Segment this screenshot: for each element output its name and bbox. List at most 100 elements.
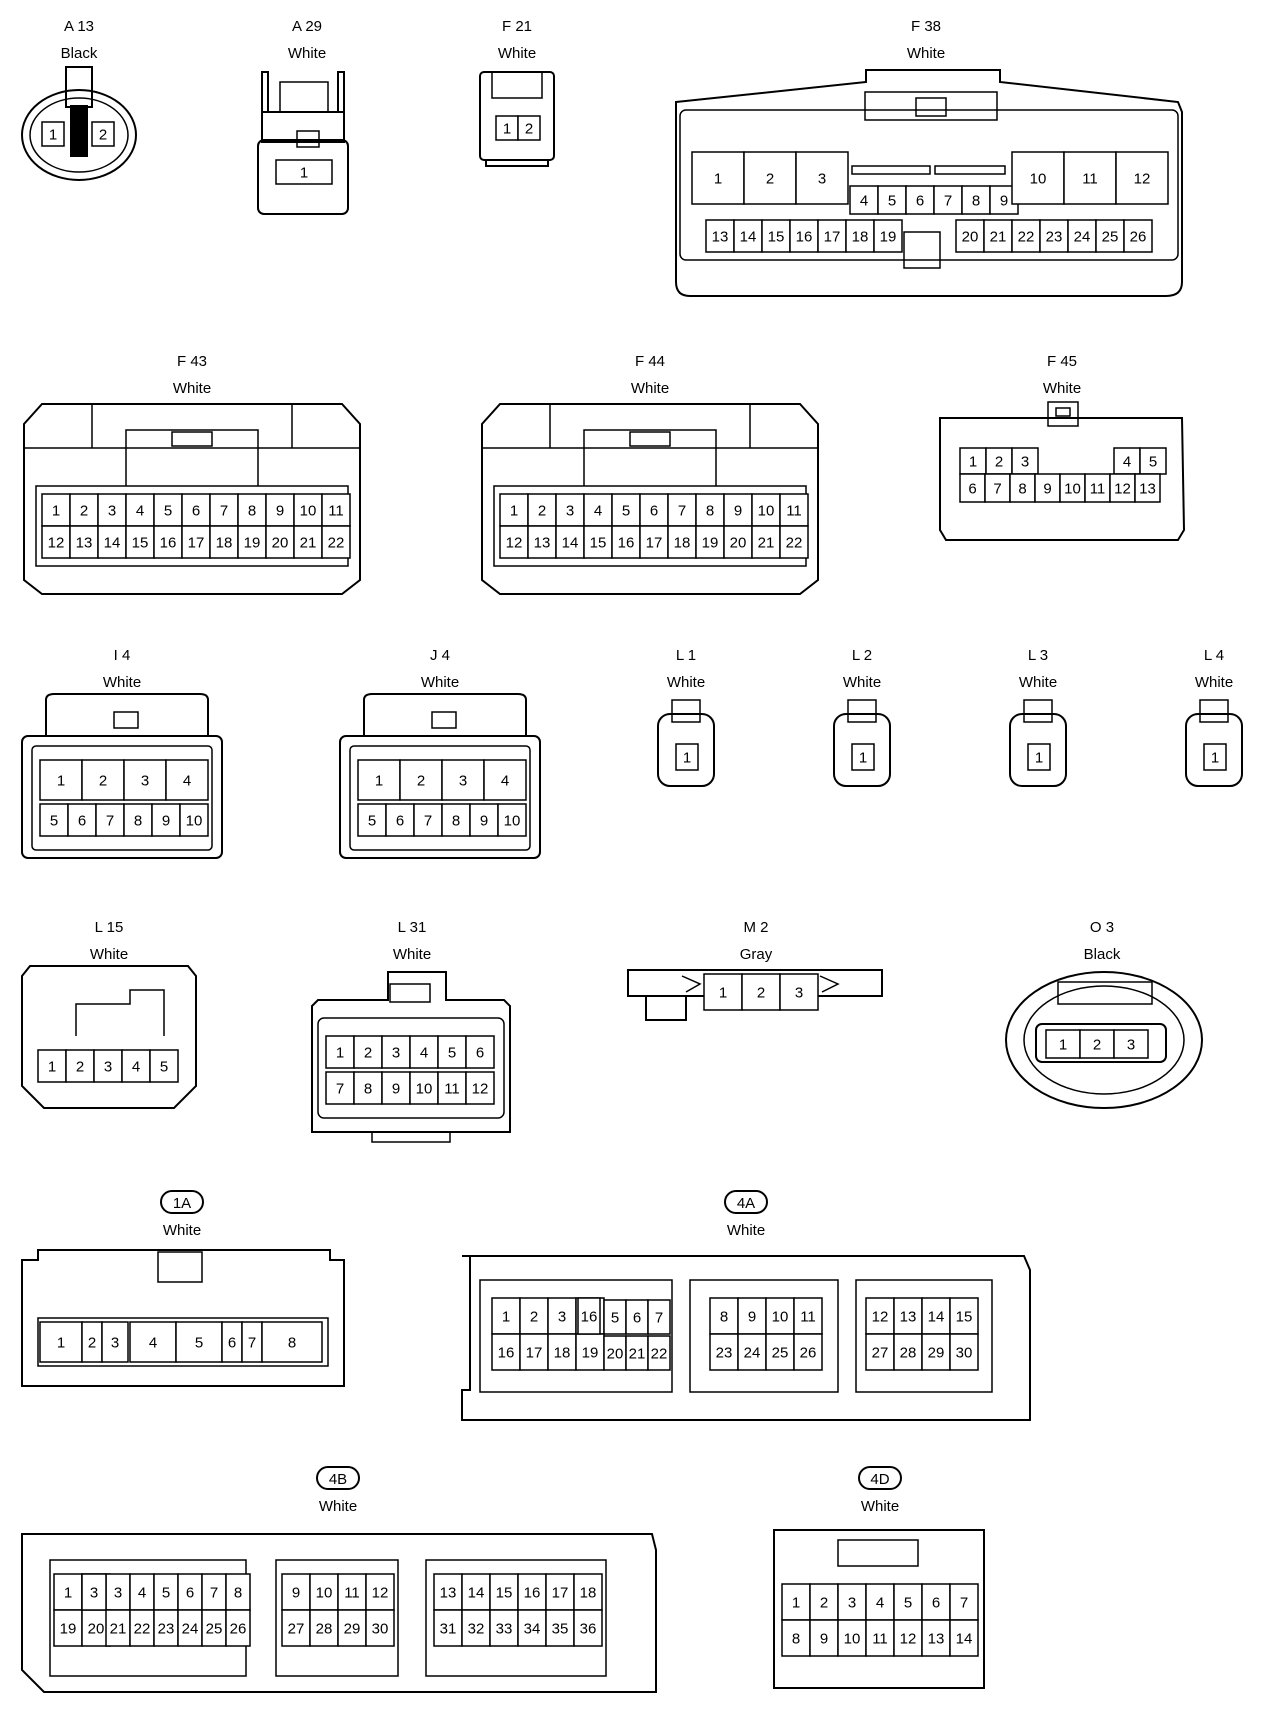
pin-number: 9 bbox=[820, 1631, 828, 1648]
connector-color: White bbox=[103, 674, 141, 691]
pin-cell bbox=[237, 525, 267, 559]
latch bbox=[491, 71, 543, 99]
latch-key bbox=[1055, 407, 1071, 417]
pin-number: 3 bbox=[108, 503, 116, 520]
pin-cell bbox=[905, 185, 935, 215]
latch bbox=[837, 1539, 919, 1567]
pin-number: 30 bbox=[956, 1345, 973, 1362]
pin-cell bbox=[381, 1071, 411, 1105]
pin-number: 9 bbox=[480, 813, 488, 830]
pin-number: 3 bbox=[141, 773, 149, 790]
connector-color: White bbox=[319, 1498, 357, 1515]
latch bbox=[583, 429, 717, 486]
connector-code: F 43 bbox=[177, 353, 207, 370]
pin-number: 3 bbox=[848, 1595, 856, 1612]
pin-cell bbox=[865, 1333, 895, 1371]
pin-number: 16 bbox=[618, 535, 635, 552]
connector-code: L 4 bbox=[1204, 647, 1224, 664]
pin-cell bbox=[149, 1049, 179, 1083]
pin-number: 15 bbox=[956, 1309, 973, 1326]
pin-number: 1 bbox=[510, 503, 518, 520]
pin-cell bbox=[865, 1297, 895, 1335]
pin-number: 26 bbox=[230, 1621, 247, 1638]
pin-number: 22 bbox=[1018, 229, 1035, 246]
pin-cell bbox=[91, 121, 115, 147]
pin-cell bbox=[577, 1297, 601, 1335]
housing-outline bbox=[261, 71, 345, 112]
housing-outline bbox=[1185, 713, 1243, 787]
pin-number: 2 bbox=[99, 773, 107, 790]
pin-number: 12 bbox=[1114, 481, 1131, 498]
housing-inner bbox=[1023, 985, 1185, 1095]
pin-cell bbox=[1039, 219, 1069, 253]
latch-key bbox=[70, 105, 88, 157]
latch bbox=[75, 989, 165, 1036]
pin-cell bbox=[499, 525, 529, 559]
pin-cell bbox=[275, 159, 333, 185]
pin-cell bbox=[483, 759, 527, 801]
pin-cell bbox=[153, 493, 183, 527]
pin-number: 12 bbox=[872, 1309, 889, 1326]
pin-cell bbox=[325, 1071, 355, 1105]
pin-cell bbox=[101, 1321, 129, 1363]
connector-color: White bbox=[288, 45, 326, 62]
pin-number: 10 bbox=[844, 1631, 861, 1648]
pin-number: 12 bbox=[472, 1081, 489, 1098]
pin-number: 10 bbox=[300, 503, 317, 520]
pin-cell bbox=[517, 115, 541, 141]
housing-outline bbox=[1009, 713, 1067, 787]
pin-number: 4 bbox=[183, 773, 191, 790]
pin-number: 8 bbox=[706, 503, 714, 520]
pin-number: 5 bbox=[888, 193, 896, 210]
code-badge bbox=[316, 1466, 360, 1490]
housing-outline bbox=[481, 403, 819, 595]
pin-cell bbox=[1095, 219, 1125, 253]
pin-number: 6 bbox=[650, 503, 658, 520]
pin-number: 6 bbox=[192, 503, 200, 520]
pin-number: 24 bbox=[744, 1345, 761, 1362]
pin-number: 16 bbox=[498, 1345, 515, 1362]
pin-number: 21 bbox=[110, 1621, 127, 1638]
pin-number: 11 bbox=[1090, 481, 1106, 498]
pin-number: 19 bbox=[582, 1345, 599, 1362]
pin-cell bbox=[877, 185, 907, 215]
housing-outline bbox=[1005, 971, 1203, 1109]
pin-cell bbox=[527, 493, 557, 527]
pin-number: 15 bbox=[768, 229, 785, 246]
pin-cell bbox=[1034, 473, 1061, 503]
pin-number: 2 bbox=[99, 127, 107, 144]
pin-cell bbox=[837, 1619, 867, 1657]
pin-number: 8 bbox=[972, 193, 980, 210]
pin-number: 14 bbox=[562, 535, 579, 552]
pin-number: 11 bbox=[328, 503, 344, 520]
pin-cell bbox=[261, 1321, 323, 1363]
pin-cell bbox=[69, 525, 99, 559]
pin-number: 4 bbox=[136, 503, 144, 520]
pin-cell bbox=[177, 1573, 203, 1611]
pin-cell bbox=[519, 1297, 549, 1335]
pin-number: 26 bbox=[800, 1345, 817, 1362]
pin-cell bbox=[1115, 151, 1169, 205]
code-badge bbox=[858, 1466, 902, 1490]
pin-number: 6 bbox=[968, 481, 976, 498]
pin-number: 7 bbox=[424, 813, 432, 830]
pin-number: 16 bbox=[524, 1585, 541, 1602]
pin-cell bbox=[751, 493, 781, 527]
pin-number: 25 bbox=[1102, 229, 1119, 246]
pin-number: 9 bbox=[392, 1081, 400, 1098]
pin-number: 13 bbox=[76, 535, 93, 552]
pin-cell bbox=[781, 1619, 811, 1657]
connector-code: L 31 bbox=[398, 919, 427, 936]
pin-number: 7 bbox=[106, 813, 114, 830]
pin-cell bbox=[527, 525, 557, 559]
pin-cell bbox=[365, 1609, 395, 1647]
pin-number: 21 bbox=[990, 229, 1007, 246]
pin-cell bbox=[691, 151, 745, 205]
pin-number: 26 bbox=[1130, 229, 1147, 246]
